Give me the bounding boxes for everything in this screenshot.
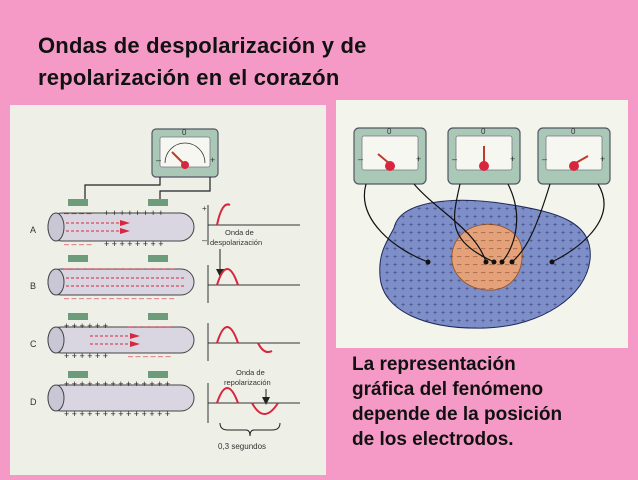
label-repolarization-2: repolarización [224, 378, 271, 387]
galvanometer-left: 0 – + [151, 128, 219, 178]
meter-plus-label: + [210, 155, 215, 165]
meter-minus-label: – [156, 155, 161, 165]
depolarization-diagram: 0 – + – – – – + + + + + + + + – – – – + … [30, 128, 300, 451]
row-c: + + + + + + – – – – – – + + + + + + – – … [30, 313, 300, 361]
svg-text:+ + + + + + + + + + + + + +: + + + + + + + + + + + + + + [64, 409, 170, 419]
depolarization-figure: 0 – + – – – – + + + + + + + + – – – – + … [10, 105, 326, 475]
svg-text:+: + [600, 154, 605, 164]
meter-3-zero: 0 [571, 127, 576, 136]
meter-1-zero: 0 [387, 127, 392, 136]
caption: La representación gráfica del fenómeno d… [352, 352, 622, 452]
label-depolarization-1: Onda de [225, 228, 254, 237]
svg-text:– – – – – –: – – – – – – [128, 351, 171, 361]
svg-text:– – – –: – – – – [64, 208, 92, 218]
galvanometer-2: 0 – + [447, 127, 521, 185]
row-d: + + + + + + + + + + + + + + + + + + + + … [30, 371, 300, 451]
electrode-position-diagram: + – 0 – + 0 – + 0 – + [353, 127, 611, 329]
electrode-position-figure: + – 0 – + 0 – + 0 – + [336, 100, 628, 348]
svg-text:– – – –: – – – – [64, 239, 92, 249]
svg-text:+ + + + + + + + + + + + + +: + + + + + + + + + + + + + + [64, 379, 170, 389]
time-label: 0,3 segundos [218, 442, 266, 451]
slide-title: Ondas de despolarización y de repolariza… [38, 30, 367, 94]
svg-text:– – – – – – – – – – – – – – –: – – – – – – – – – – – – – – – [64, 293, 174, 303]
svg-text:–: – [202, 235, 207, 245]
row-c-label: C [30, 339, 37, 349]
caption-line-3: depende de la posición [352, 404, 563, 425]
svg-text:+ + + + + +: + + + + + + [64, 351, 108, 361]
svg-text:– – – – – – – – – – – – – – –: – – – – – – – – – – – – – – – [64, 263, 174, 273]
svg-text:+: + [202, 204, 207, 213]
svg-text:+ + + + + + + +: + + + + + + + + [104, 239, 164, 249]
caption-line-2: gráfica del fenómeno [352, 379, 544, 400]
row-a-label: A [30, 225, 36, 235]
title-line-1: Ondas de despolarización y de [38, 33, 367, 58]
svg-text:– – – – – –: – – – – – – [128, 321, 171, 331]
row-a: – – – – + + + + + + + + – – – – + + + + … [30, 199, 300, 249]
row-d-label: D [30, 397, 37, 407]
caption-line-1: La representación [352, 354, 516, 375]
title-line-2: repolarización en el corazón [38, 65, 340, 90]
caption-line-4: de los electrodos. [352, 429, 514, 450]
svg-text:+: + [416, 154, 421, 164]
svg-text:+ + + + + + + +: + + + + + + + + [104, 208, 164, 218]
svg-text:–: – [452, 154, 457, 164]
meter-zero-label: 0 [182, 128, 187, 137]
label-repolarization-1: Onda de [236, 368, 265, 377]
galvanometer-3: 0 – + [537, 127, 611, 185]
meter-2-zero: 0 [481, 127, 486, 136]
svg-text:–: – [358, 154, 363, 164]
svg-text:+: + [510, 154, 515, 164]
row-b-label: B [30, 281, 36, 291]
label-depolarization-2: despolarización [210, 238, 262, 247]
svg-text:–: – [542, 154, 547, 164]
svg-text:+ + + + + +: + + + + + + [64, 321, 108, 331]
galvanometer-1: 0 – + [353, 127, 427, 185]
row-b: – – – – – – – – – – – – – – – – – – – – … [30, 255, 300, 303]
